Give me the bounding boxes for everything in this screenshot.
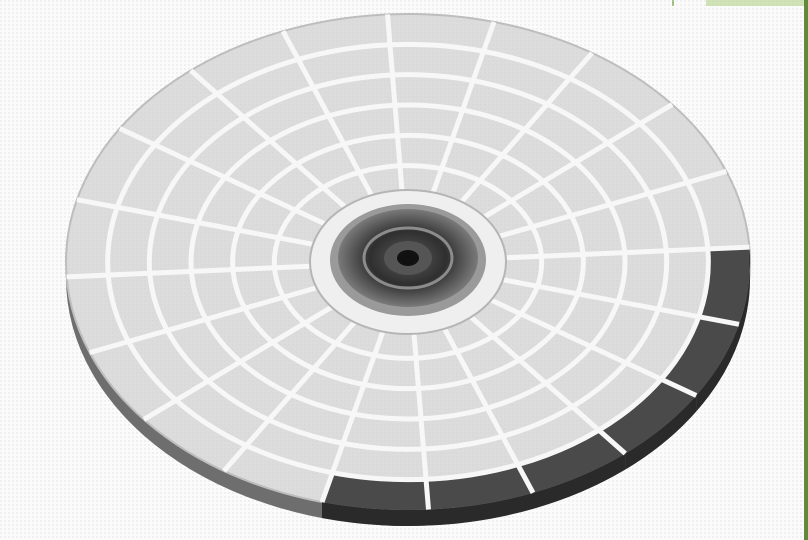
spindle-hub [310, 190, 506, 334]
spindle-hole [397, 250, 419, 266]
